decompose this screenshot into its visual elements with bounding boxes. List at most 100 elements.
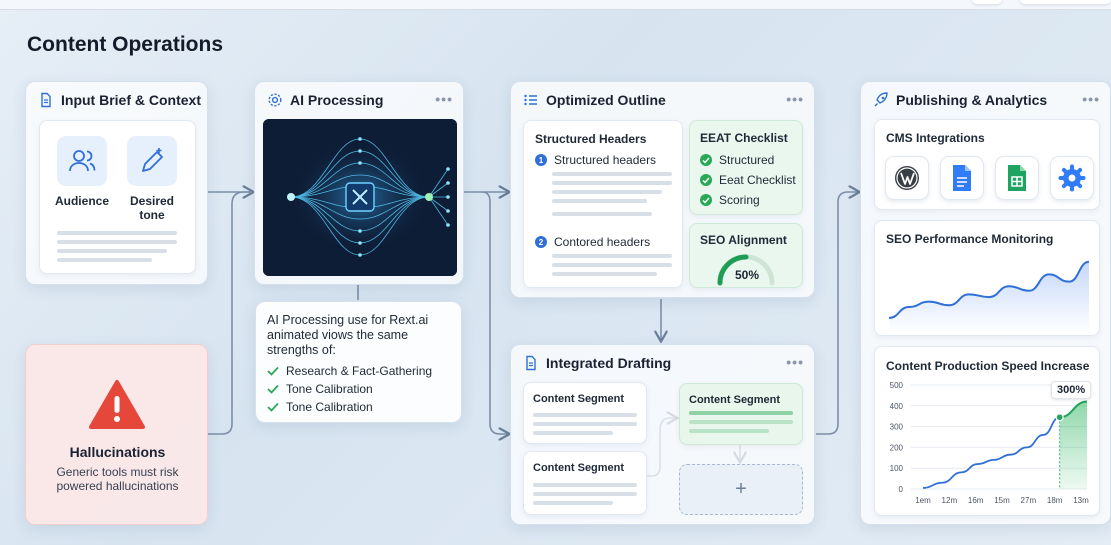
placeholder-line [552,254,672,258]
callout-line2: animated viows the same [267,328,409,342]
input-brief-card: Input Brief & Context Audience Desired t… [25,81,208,285]
x-tick-label: 18m [1047,496,1063,505]
content-segment-card[interactable]: Content Segment [523,451,647,515]
placeholder-line [552,181,672,185]
drafting-header: Integrated Drafting [523,355,671,371]
list-icon [523,92,539,108]
google-docs-icon[interactable] [940,156,984,200]
toolbar-button[interactable] [1020,0,1111,4]
audience-icon[interactable] [57,136,107,186]
placeholder-line [533,413,637,417]
outline-item[interactable]: 2 Contored headers [535,235,650,249]
eeat-title: EEAT Checklist [700,131,788,145]
y-tick-label: 500 [890,381,904,390]
placeholder-line [57,249,167,253]
speed-badge: 300% [1051,381,1092,399]
segment-label: Content Segment [689,394,781,406]
more-menu-button[interactable]: ••• [435,91,453,107]
placeholder-line [552,172,672,176]
add-segment-button[interactable]: + [679,464,803,515]
speed-title: Content Production Speed Increase [886,359,1090,373]
x-tick-label: 13m [1073,496,1089,505]
placeholder-line [689,420,793,424]
callout-line3: strengths of: [267,343,336,357]
document-icon [38,92,54,108]
placeholder-line [57,258,152,262]
segment-label: Content Segment [533,393,625,405]
audience-label: Audience [54,194,109,208]
document-icon [523,355,539,371]
placeholder-line [57,240,177,244]
input-brief-header: Input Brief & Context [38,92,201,108]
hallucinations-line2: powered hallucinations [56,479,179,493]
optimized-outline-card: Optimized Outline ••• Structured Headers… [510,81,815,298]
page-title: Content Operations [27,33,224,56]
placeholder-line [552,199,647,203]
outline-item[interactable]: 1 Structured headers [535,153,656,167]
placeholder-line [533,501,613,505]
placeholder-line [689,429,769,433]
structured-headers-title: Structured Headers [535,132,647,146]
placeholder-line [552,272,657,276]
tone-label-line2: tone [139,208,165,222]
wordpress-icon[interactable] [885,156,929,200]
check-icon [700,154,712,166]
input-brief-title: Input Brief & Context [61,92,201,108]
publishing-header: Publishing & Analytics [873,92,1047,108]
y-tick-label: 100 [890,464,904,473]
more-menu-button[interactable]: ••• [1082,91,1100,107]
x-tick-label: 27m [1021,496,1037,505]
integrated-drafting-card: Integrated Drafting ••• Content Segment … [510,344,815,525]
number-badge: 2 [535,236,547,248]
more-menu-button[interactable]: ••• [786,91,804,107]
settings-icon[interactable] [1050,156,1094,200]
outline-header: Optimized Outline [523,92,666,108]
placeholder-line [57,231,177,235]
hallucinations-card: Hallucinations Generic tools must risk p… [25,344,208,525]
content-segment-card-active[interactable]: Content Segment [679,383,803,445]
seo-alignment-panel: SEO Alignment 50% [689,223,803,288]
check-icon [267,402,279,412]
structured-headers-panel: Structured Headers 1 Structured headers … [523,120,683,288]
placeholder-line [533,431,613,435]
placeholder-line [533,422,637,426]
y-tick-label: 400 [890,402,904,411]
check-icon [267,384,279,394]
check-icon [700,174,712,186]
more-menu-button[interactable]: ••• [786,354,804,370]
tone-label-line1: Desired [129,194,175,208]
eeat-item: Scoring [700,193,760,207]
warning-icon [88,379,146,436]
rocket-icon [873,92,889,108]
eeat-checklist-panel: EEAT Checklist Structured Eeat Checklist… [689,120,803,215]
seo-performance-chart [888,260,1090,333]
ai-processing-title: AI Processing [290,92,384,108]
neural-network-visual [263,119,457,276]
cms-integrations-panel: CMS Integrations [874,119,1100,210]
highlight-area [1059,401,1087,489]
highlight-point [1055,413,1064,422]
cms-title: CMS Integrations [886,131,985,145]
number-badge: 1 [535,154,547,166]
content-segment-card[interactable]: Content Segment [523,382,647,444]
check-icon [267,366,279,376]
seo-alignment-title: SEO Alignment [700,233,787,247]
segment-label: Content Segment [533,462,625,474]
ai-processing-header: AI Processing [267,92,383,108]
seo-alignment-value: 50% [734,268,760,282]
outline-title: Optimized Outline [546,92,666,108]
callout-item: Tone Calibration [267,400,373,414]
toolbar-button[interactable] [972,0,1002,4]
top-bar [0,0,1111,10]
placeholder-line [552,190,662,194]
y-tick-label: 300 [890,423,904,432]
callout-item: Tone Calibration [267,382,373,396]
tone-edit-icon[interactable] [127,136,177,186]
callout-item: Research & Fact-Gathering [267,364,432,378]
drafting-title: Integrated Drafting [546,355,672,371]
y-tick-label: 200 [890,443,904,452]
google-sheets-icon[interactable] [995,156,1039,200]
brief-panel: Audience Desired tone [39,120,196,274]
